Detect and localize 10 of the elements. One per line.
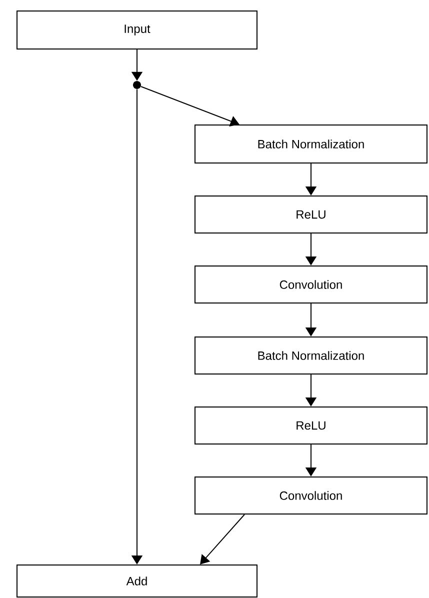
process-box: Input — [16, 10, 258, 50]
arrow — [200, 514, 245, 564]
junction-dot — [133, 81, 141, 89]
process-box: Convolution — [194, 266, 428, 304]
process-box: Convolution — [194, 476, 428, 514]
process-box: ReLU — [194, 196, 428, 234]
process-box: Add — [16, 564, 258, 598]
process-box: ReLU — [194, 406, 428, 444]
process-box: Batch Normalization — [194, 336, 428, 374]
process-box: Batch Normalization — [194, 124, 428, 164]
